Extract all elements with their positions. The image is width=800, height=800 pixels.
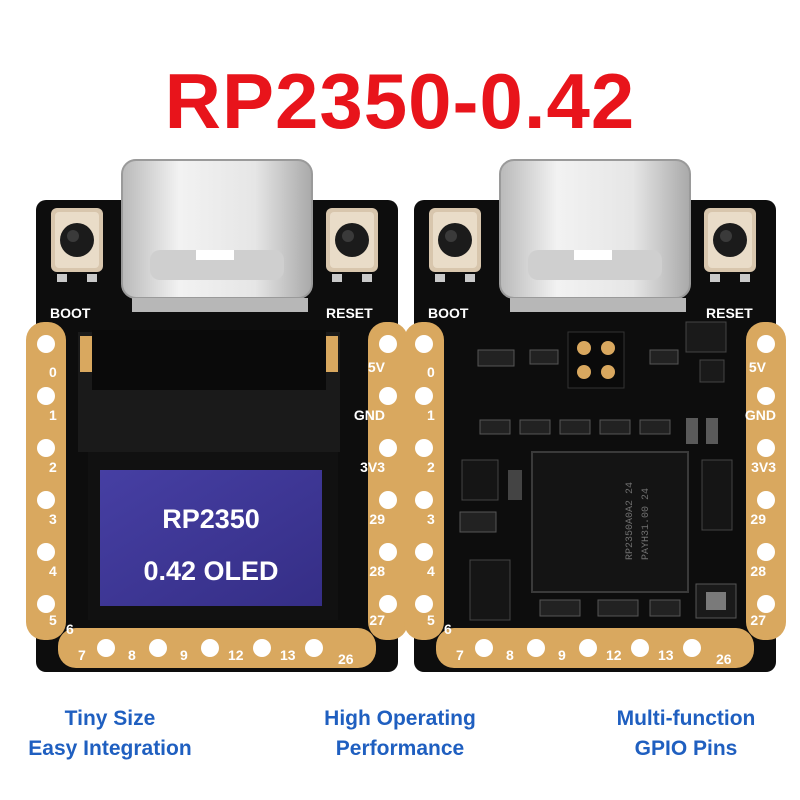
pin-label: 5	[427, 612, 435, 628]
pin-label: 28	[369, 563, 385, 579]
front-reset-button	[326, 208, 378, 282]
back-bottom-pin-labels: 6 7 8 9 12 13 26	[444, 621, 732, 667]
caption-line: Easy Integration	[28, 737, 192, 760]
pin-label: 4	[49, 563, 57, 579]
caption-size: Tiny Size Easy Integration	[10, 704, 210, 764]
front-reset-label: RESET	[326, 305, 373, 321]
back-usb-c-connector	[499, 159, 691, 312]
pin-label: 7	[78, 647, 86, 663]
front-boot-label: BOOT	[50, 305, 91, 321]
back-right-pads	[746, 322, 786, 640]
caption-gpio: Multi-function GPIO Pins	[586, 704, 786, 764]
front-bottom-pads	[58, 628, 376, 668]
oled-line-1: RP2350	[162, 504, 260, 534]
back-reset-button	[704, 208, 756, 282]
back-left-pads	[404, 322, 444, 640]
pin-label: 26	[716, 651, 732, 667]
caption-line: GPIO Pins	[634, 737, 738, 760]
pin-label: 5	[49, 612, 57, 628]
pin-label: 29	[369, 511, 385, 527]
pin-label: 3	[49, 511, 57, 527]
pin-label: 1	[427, 407, 435, 423]
pin-label: 9	[558, 647, 566, 663]
pin-label: 2	[427, 459, 435, 475]
pin-label: 1	[49, 407, 57, 423]
chip-marking-2: PAYH31.00 24	[641, 488, 652, 560]
caption-performance: High Operating Performance	[300, 704, 500, 764]
back-boot-button	[429, 208, 481, 282]
pin-label: 5V	[368, 359, 386, 375]
front-left-pin-labels: 0 1 2 3 4 5	[49, 364, 57, 628]
pin-label: 8	[128, 647, 136, 663]
pin-label: 0	[49, 364, 57, 380]
front-bottom-pin-labels: 6 7 8 9 12 13 26	[66, 621, 354, 667]
chip-marking-1: RP2350A0A2 24	[625, 482, 636, 560]
back-reset-label: RESET	[706, 305, 753, 321]
pin-label: 27	[369, 612, 385, 628]
back-right-pin-labels: 5V GND 3V3 29 28 27	[745, 359, 776, 628]
pin-label: 9	[180, 647, 188, 663]
oled-panel	[100, 470, 322, 606]
product-title: RP2350-0.42	[164, 57, 636, 145]
front-boot-button	[51, 208, 103, 282]
caption-line: High Operating	[324, 707, 476, 730]
pin-label: 6	[444, 621, 452, 637]
back-bottom-pads	[436, 628, 754, 668]
pin-label: 8	[506, 647, 514, 663]
oled-line-2: 0.42 OLED	[143, 556, 278, 586]
back-board: BOOT RESET	[404, 159, 786, 672]
pin-label: 2	[49, 459, 57, 475]
back-components	[459, 321, 737, 621]
pin-label: 3	[427, 511, 435, 527]
pin-label: 5V	[749, 359, 767, 375]
caption-line: Performance	[335, 737, 465, 760]
pin-label: 28	[750, 563, 766, 579]
pin-label: 3V3	[751, 459, 776, 475]
front-right-pin-labels: 5V GND 3V3 29 28 27	[354, 359, 386, 628]
front-board: BOOT RESET RP2350 0.42 OLED 0 1 2 3 4 5 …	[26, 159, 408, 672]
pin-label: 0	[427, 364, 435, 380]
pin-label: 12	[606, 647, 622, 663]
front-usb-c-connector	[121, 159, 313, 312]
pin-label: 7	[456, 647, 464, 663]
pin-label: GND	[354, 407, 385, 423]
front-left-pads	[26, 322, 66, 640]
front-right-pads	[368, 322, 408, 640]
pin-label: 3V3	[360, 459, 385, 475]
caption-line: Tiny Size	[64, 707, 156, 730]
rp2350-chip: RP2350A0A2 24 PAYH31.00 24	[531, 451, 689, 593]
pin-label: 12	[228, 647, 244, 663]
pin-label: GND	[745, 407, 776, 423]
pin-label: 29	[750, 511, 766, 527]
pin-label: 26	[338, 651, 354, 667]
front-oled-module: RP2350 0.42 OLED	[78, 330, 340, 620]
pin-label: 27	[750, 612, 766, 628]
pin-label: 13	[280, 647, 296, 663]
back-boot-label: BOOT	[428, 305, 469, 321]
pin-label: 13	[658, 647, 674, 663]
back-left-pin-labels: 0 1 2 3 4 5	[427, 364, 435, 628]
pin-label: 4	[427, 563, 435, 579]
caption-line: Multi-function	[616, 707, 756, 730]
pin-label: 6	[66, 621, 74, 637]
